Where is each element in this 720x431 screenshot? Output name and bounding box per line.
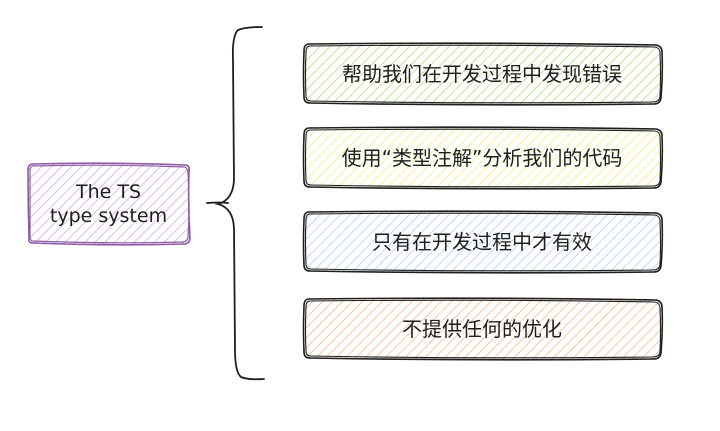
- item-box-3: [302, 297, 664, 361]
- item-box-0: [302, 42, 664, 106]
- item-box-2: [302, 210, 664, 274]
- root-node-box: [27, 162, 191, 246]
- item-box-1: [302, 126, 664, 190]
- curly-brace-connector: [206, 26, 265, 381]
